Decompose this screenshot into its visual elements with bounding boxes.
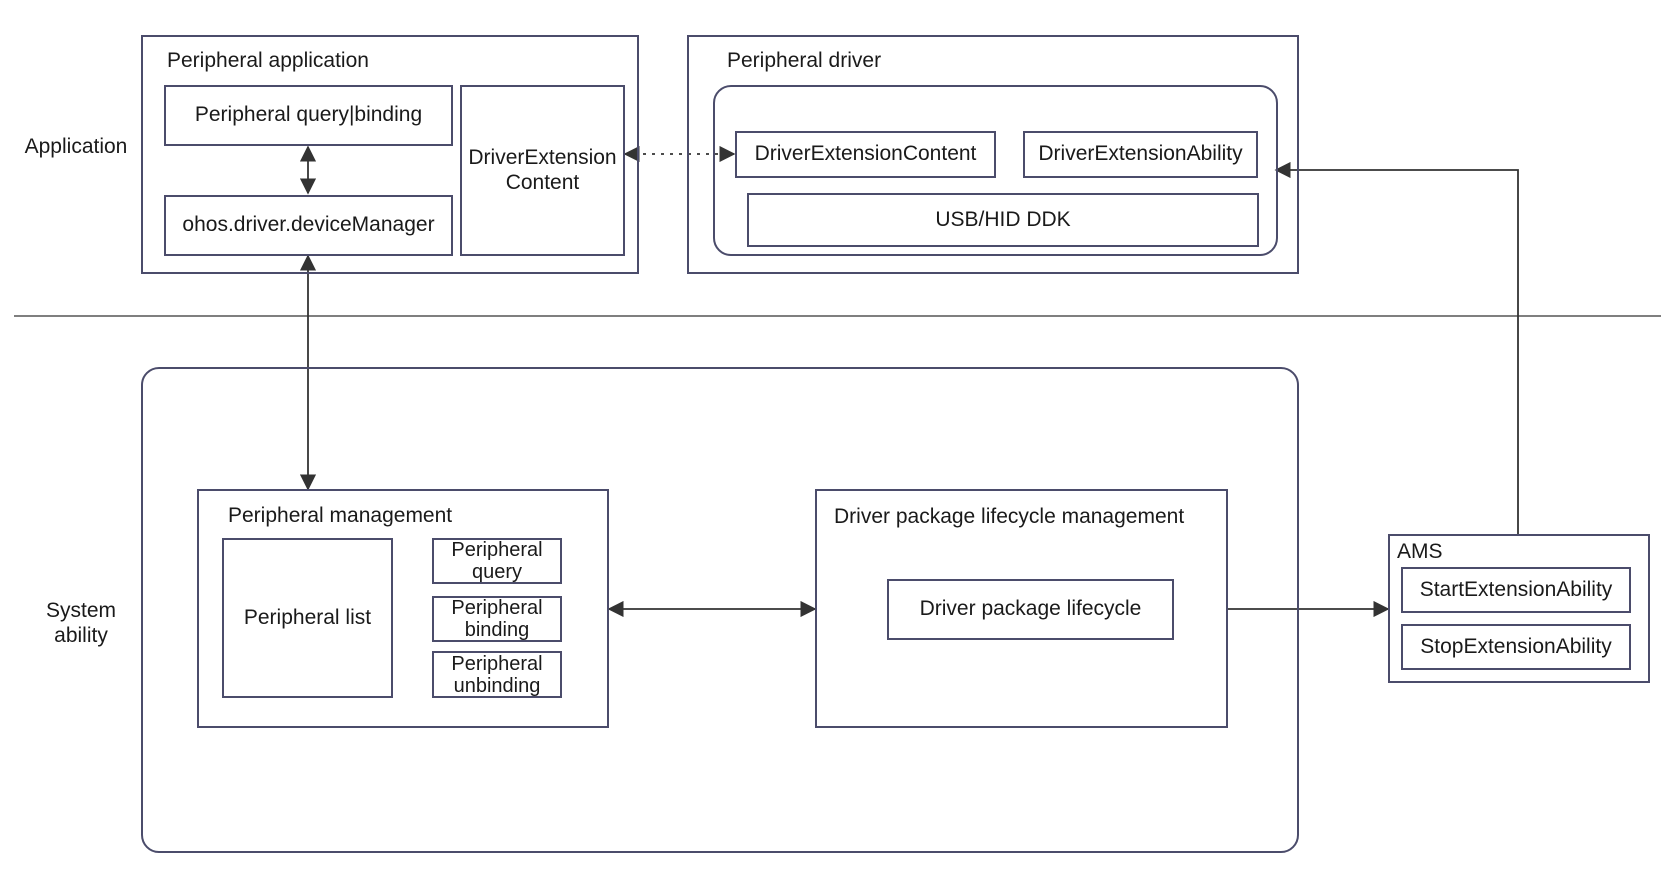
- peripheral-query-box: Peripheral query: [432, 538, 562, 584]
- peripheral-list-box: Peripheral list: [222, 538, 393, 698]
- stop-extension-ability-box: StopExtensionAbility: [1401, 624, 1631, 670]
- app-driver-extension-content-box: DriverExtension Content: [460, 85, 625, 256]
- system-ability-container: [141, 367, 1299, 853]
- start-extension-ability-box: StartExtensionAbility: [1401, 567, 1631, 613]
- peripheral-unbinding-box: Peripheral unbinding: [432, 651, 562, 698]
- peripheral-query-binding-box: Peripheral query|binding: [164, 85, 453, 146]
- driver-extension-ability-box: DriverExtensionAbility: [1023, 131, 1258, 178]
- driver-package-lifecycle-box: Driver package lifecycle: [887, 579, 1174, 640]
- peripheral-driver-title: Peripheral driver: [727, 49, 882, 72]
- peripheral-application-title: Peripheral application: [167, 49, 369, 72]
- peripheral-binding-box: Peripheral binding: [432, 596, 562, 642]
- peripheral-application-box: [141, 35, 639, 274]
- ams-title: AMS: [1397, 540, 1443, 563]
- driver-package-lifecycle-management-box: [815, 489, 1228, 728]
- layer-label-system-ability: System ability: [45, 599, 116, 648]
- driver-extension-content-box: DriverExtensionContent: [735, 131, 996, 178]
- driver-package-lifecycle-management-title: Driver package lifecycle management: [834, 505, 1185, 528]
- driver-inner-container: [713, 85, 1278, 256]
- peripheral-driver-box: [687, 35, 1299, 274]
- device-manager-box: ohos.driver.deviceManager: [164, 195, 453, 256]
- peripheral-management-title: Peripheral management: [228, 504, 453, 527]
- layer-label-application: Application: [24, 135, 128, 158]
- ams-box: [1388, 534, 1650, 683]
- peripheral-management-box: [197, 489, 609, 728]
- usb-hid-ddk-box: USB/HID DDK: [747, 193, 1259, 247]
- ams-driver-ability-arrow: [1274, 161, 1519, 534]
